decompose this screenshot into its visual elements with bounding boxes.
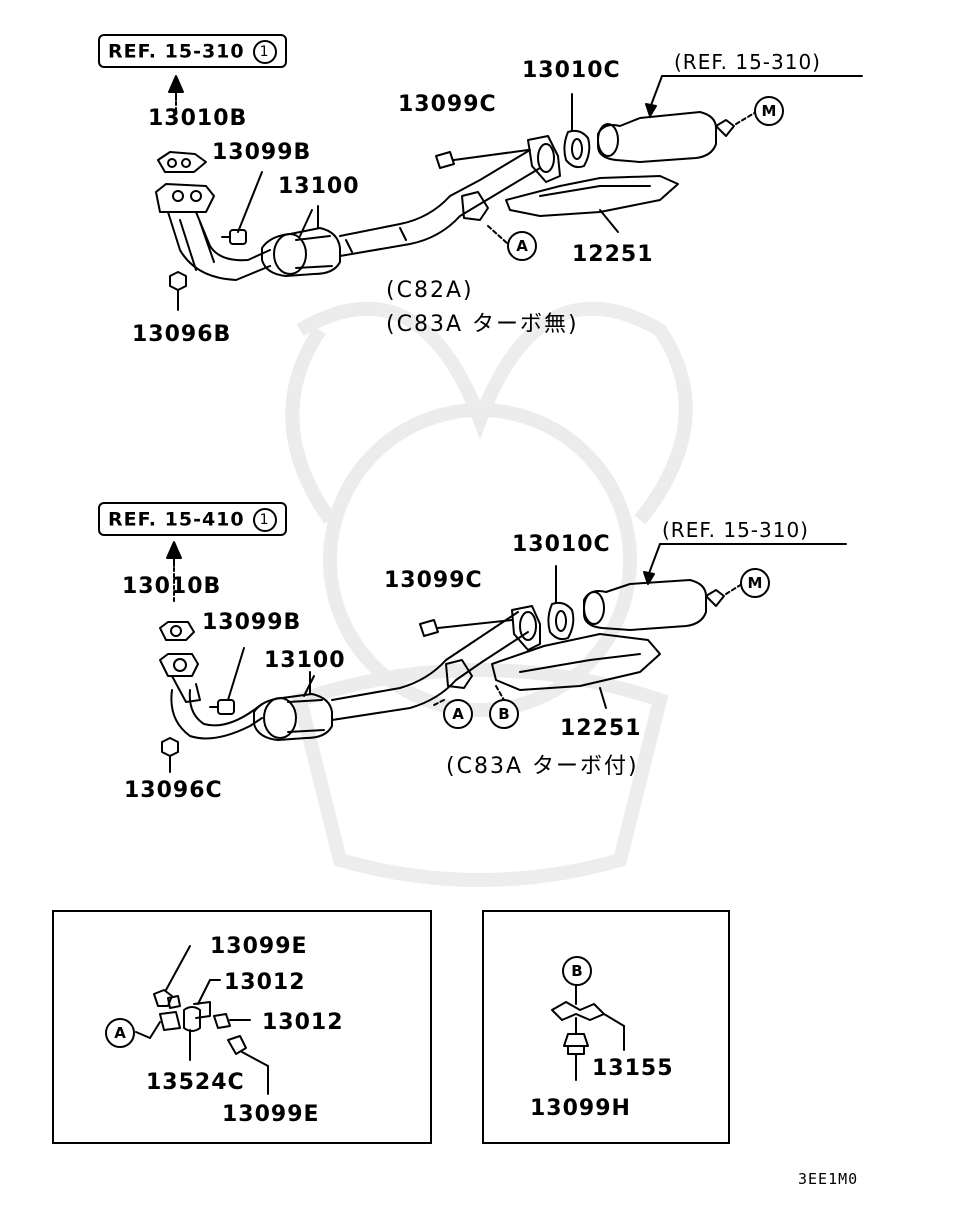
inset-b-box [482, 910, 730, 1144]
part-label-13099c[interactable]: 13099C [384, 568, 483, 593]
part-label-13100[interactable]: 13100 [264, 648, 346, 673]
part-label-13099e-bottom[interactable]: 13099E [222, 1102, 320, 1127]
watermark-emblem [285, 301, 693, 887]
ref-box-text: REF. 15-410 [108, 508, 245, 531]
ref-box-top[interactable]: REF. 15-310 1 [98, 34, 287, 68]
part-label-13012-mid[interactable]: 13012 [262, 1010, 344, 1035]
part-label-13100[interactable]: 13100 [278, 174, 360, 199]
part-label-13096b[interactable]: 13096B [132, 322, 232, 347]
callout-m-bottom[interactable]: M [740, 568, 770, 598]
part-label-13155[interactable]: 13155 [592, 1056, 674, 1081]
part-label-13010c[interactable]: 13010C [522, 58, 621, 83]
part-label-13099b[interactable]: 13099B [202, 610, 302, 635]
inset-b-parts [551, 983, 625, 1081]
callout-a-bottom[interactable]: A [443, 699, 473, 729]
callout-a-top[interactable]: A [507, 231, 537, 261]
part-label-13096c[interactable]: 13096C [124, 778, 223, 803]
callout-b-bottom[interactable]: B [489, 699, 519, 729]
ref-label-top[interactable]: (REF. 15-310) [674, 50, 821, 74]
part-label-13099e-top[interactable]: 13099E [210, 934, 308, 959]
circled-number: 1 [252, 40, 277, 64]
part-label-13010b[interactable]: 13010B [148, 106, 248, 131]
caption-c83a-turbo: (C83A ターボ付) [446, 754, 639, 779]
diagram-code: 3EE1M0 [798, 1170, 859, 1188]
part-label-13010b[interactable]: 13010B [122, 574, 222, 599]
ref-label-bottom[interactable]: (REF. 15-310) [662, 518, 809, 542]
part-label-12251[interactable]: 12251 [572, 242, 654, 267]
part-label-13524c[interactable]: 13524C [146, 1070, 245, 1095]
inset-a-box [52, 910, 432, 1144]
bottom-assembly [159, 541, 847, 773]
part-label-13010c[interactable]: 13010C [512, 532, 611, 557]
caption-c83a-no-turbo: (C83A ターボ無) [386, 312, 579, 337]
part-label-12251[interactable]: 12251 [560, 716, 642, 741]
callout-m-top[interactable]: M [754, 96, 784, 126]
part-label-13099h[interactable]: 13099H [530, 1096, 631, 1121]
ref-box-text: REF. 15-310 [108, 40, 245, 63]
top-assembly [155, 75, 863, 311]
part-label-13099c[interactable]: 13099C [398, 92, 497, 117]
inset-a-parts [135, 945, 269, 1095]
circled-number: 1 [252, 508, 277, 532]
callout-a-inset[interactable]: A [105, 1018, 135, 1048]
part-label-13099b[interactable]: 13099B [212, 140, 312, 165]
part-label-13012-top[interactable]: 13012 [224, 970, 306, 995]
caption-c82a: (C82A) [386, 278, 474, 303]
ref-box-bottom[interactable]: REF. 15-410 1 [98, 502, 287, 536]
callout-b-inset[interactable]: B [562, 956, 592, 986]
